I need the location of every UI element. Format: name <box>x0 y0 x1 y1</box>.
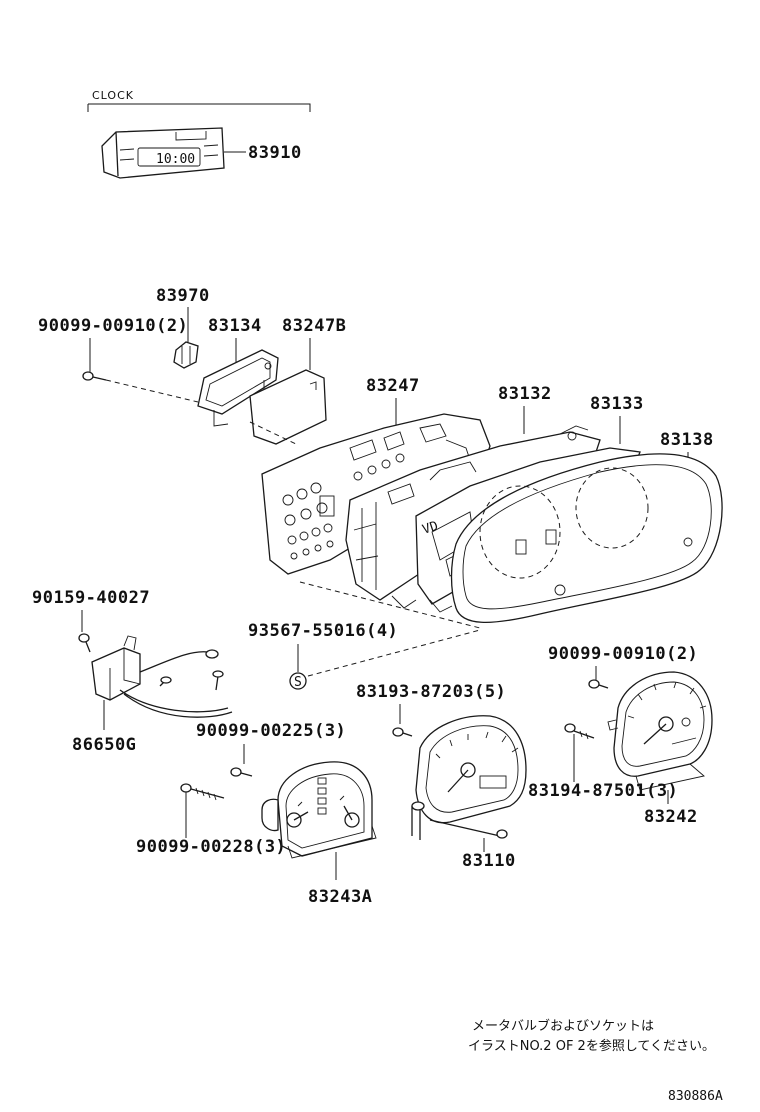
screw-90099-00910-b <box>588 679 609 689</box>
screw-90099-00228 <box>180 783 225 801</box>
lens-83138 <box>450 453 723 623</box>
screw-a-axis <box>105 379 199 403</box>
clock-group: CLOCK 10:00 83910 <box>87 89 311 179</box>
label-83132: 83132 <box>498 384 552 404</box>
clock-group-label: CLOCK <box>92 89 134 102</box>
label-83110: 83110 <box>462 851 516 871</box>
speedometer-83110 <box>411 715 527 840</box>
label-90099-00910-a: 90099-00910(2) <box>38 316 188 336</box>
label-83970: 83970 <box>156 286 210 306</box>
fuel-temp-gauge-group: 90099-00225(3) 90099-00228(3) <box>136 721 377 907</box>
label-83194-87501: 83194-87501(3) <box>528 781 678 801</box>
label-83134: 83134 <box>208 316 262 336</box>
clock-display-text: 10:00 <box>156 152 195 167</box>
upper-left-parts: 83970 90099-00910(2) 83134 83247B <box>38 286 346 445</box>
clock-group-bracket <box>87 103 311 112</box>
label-83138: 83138 <box>660 430 714 450</box>
label-90099-00910-b: 90099-00910(2) <box>548 644 698 664</box>
footnote: メータバルブおよびソケットは イラストNO.2 OF 2を参照してください。 8… <box>468 1018 723 1104</box>
sensor-86650G <box>91 635 233 718</box>
washer-symbol: S <box>294 675 302 690</box>
label-86650G: 86650G <box>72 735 136 755</box>
harness-group: 90159-40027 86650G <box>32 588 233 755</box>
screw-90099-00225 <box>230 767 253 777</box>
bulb-socket-83970 <box>173 341 199 369</box>
screw-83193-87203 <box>392 727 413 737</box>
note-line-1: メータバルブおよびソケットは <box>472 1018 654 1034</box>
label-83910: 83910 <box>248 143 302 163</box>
label-90099-00228: 90099-00228(3) <box>136 837 286 857</box>
label-83242: 83242 <box>644 807 698 827</box>
cluster-axis <box>299 581 481 629</box>
washer-axis <box>307 629 481 677</box>
label-93567-55016: 93567-55016(4) <box>248 621 398 641</box>
label-83247: 83247 <box>366 376 420 396</box>
clock-unit-83910: 10:00 <box>101 127 225 179</box>
label-83247B: 83247B <box>282 316 346 336</box>
screw-90099-00910-a <box>82 371 107 381</box>
label-90099-00225: 90099-00225(3) <box>196 721 346 741</box>
washer-group: 93567-55016(4) S <box>248 621 481 690</box>
label-90159-40027: 90159-40027 <box>32 588 150 608</box>
note-line-2: イラストNO.2 OF 2を参照してください。 <box>468 1038 715 1054</box>
cluster-stack: 83247 83132 <box>261 376 723 629</box>
tachometer-83242 <box>607 671 713 791</box>
label-83243A: 83243A <box>308 887 372 907</box>
plate-83247B <box>249 369 327 445</box>
label-83133: 83133 <box>590 394 644 414</box>
label-83193-87203: 83193-87203(5) <box>356 682 506 702</box>
tachometer-group: 90099-00910(2) 83194-87501(3) 83242 <box>528 644 713 827</box>
washer-symbol-circle <box>289 672 307 690</box>
gauge-83243A <box>261 761 377 859</box>
drawing-code: 830886A <box>668 1089 723 1104</box>
screw-83194-87501 <box>564 723 595 740</box>
speedometer-group: 83193-87203(5) 83110 <box>356 682 527 871</box>
mask-letters: VD <box>421 519 441 538</box>
screw-90159-40027 <box>78 633 91 653</box>
